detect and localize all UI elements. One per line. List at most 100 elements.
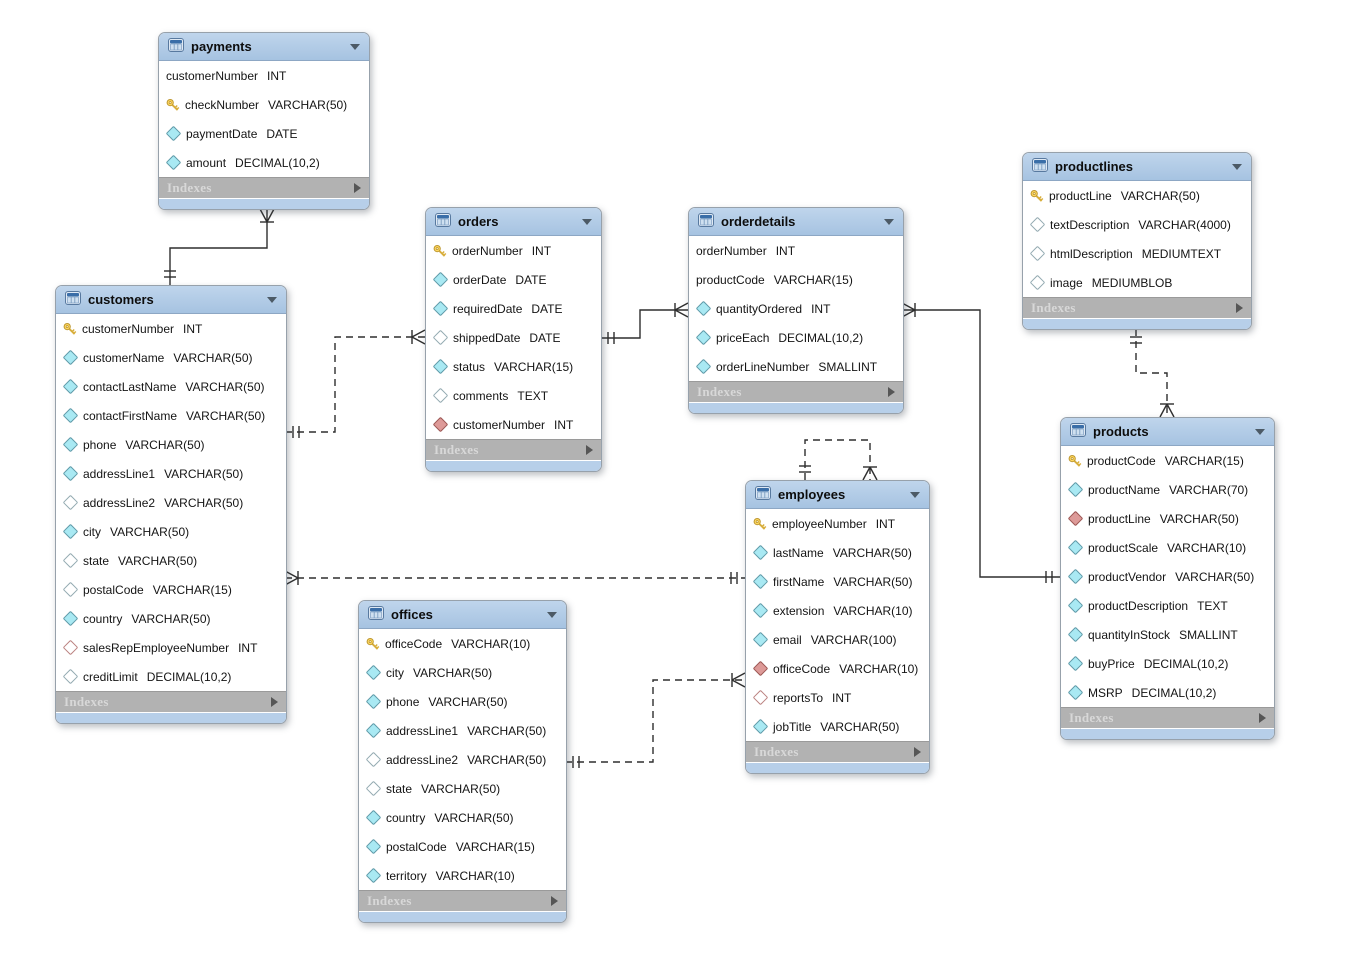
column-row[interactable]: orderDate DATE [426,265,601,294]
column-row[interactable]: quantityOrdered INT [689,294,903,323]
column-row[interactable]: country VARCHAR(50) [359,803,566,832]
collapse-arrow-icon[interactable] [1232,163,1242,170]
table-card-payments[interactable]: payments customerNumber INT checkNumber … [158,32,370,210]
indexes-bar[interactable]: Indexes [1023,297,1251,318]
column-row[interactable]: productDescription TEXT [1061,591,1274,620]
column-row[interactable]: officeCode VARCHAR(10) [359,629,566,658]
column-row[interactable]: officeCode VARCHAR(10) [746,654,929,683]
table-card-offices[interactable]: offices officeCode VARCHAR(10) city VARC… [358,600,567,923]
column-row[interactable]: comments TEXT [426,381,601,410]
column-row[interactable]: MSRP DECIMAL(10,2) [1061,678,1274,707]
column-row[interactable]: productName VARCHAR(70) [1061,475,1274,504]
table-card-products[interactable]: products productCode VARCHAR(15) product… [1060,417,1275,740]
column-row[interactable]: quantityInStock SMALLINT [1061,620,1274,649]
table-header[interactable]: orders [426,208,601,236]
collapse-arrow-icon[interactable] [884,218,894,225]
column-row[interactable]: phone VARCHAR(50) [56,430,286,459]
indexes-bar[interactable]: Indexes [359,890,566,911]
column-row[interactable]: employeeNumber INT [746,509,929,538]
column-row[interactable]: image MEDIUMBLOB [1023,268,1251,297]
column-row[interactable]: addressLine2 VARCHAR(50) [359,745,566,774]
column-row[interactable]: textDescription VARCHAR(4000) [1023,210,1251,239]
column-row[interactable]: priceEach DECIMAL(10,2) [689,323,903,352]
table-header[interactable]: customers [56,286,286,314]
table-card-productlines[interactable]: productlines productLine VARCHAR(50) tex… [1022,152,1252,330]
column-row[interactable]: customerNumber INT [159,61,369,90]
relationship-line-payments-customers[interactable] [169,209,268,285]
table-header[interactable]: employees [746,481,929,509]
collapse-arrow-icon[interactable] [267,296,277,303]
indexes-expand-icon[interactable] [354,183,361,193]
column-row[interactable]: productVendor VARCHAR(50) [1061,562,1274,591]
indexes-expand-icon[interactable] [551,896,558,906]
table-header[interactable]: offices [359,601,566,629]
column-row[interactable]: state VARCHAR(50) [359,774,566,803]
column-row[interactable]: lastName VARCHAR(50) [746,538,929,567]
column-row[interactable]: salesRepEmployeeNumber INT [56,633,286,662]
column-row[interactable]: customerName VARCHAR(50) [56,343,286,372]
column-row[interactable]: paymentDate DATE [159,119,369,148]
column-row[interactable]: city VARCHAR(50) [359,658,566,687]
collapse-arrow-icon[interactable] [910,491,920,498]
table-header[interactable]: payments [159,33,369,61]
indexes-bar[interactable]: Indexes [56,691,286,712]
indexes-bar[interactable]: Indexes [689,381,903,402]
relationship-line-productlines-products[interactable] [1135,329,1168,417]
column-row[interactable]: amount DECIMAL(10,2) [159,148,369,177]
indexes-expand-icon[interactable] [888,387,895,397]
indexes-bar[interactable]: Indexes [746,741,929,762]
relationship-line-orderdetails-products[interactable] [902,309,1060,578]
table-card-orders[interactable]: orders orderNumber INT orderDate DATE re… [425,207,602,472]
relationship-line-offices-employees[interactable] [565,679,745,763]
column-row[interactable]: postalCode VARCHAR(15) [56,575,286,604]
column-row[interactable]: firstName VARCHAR(50) [746,567,929,596]
column-row[interactable]: productLine VARCHAR(50) [1023,181,1251,210]
column-row[interactable]: contactLastName VARCHAR(50) [56,372,286,401]
column-row[interactable]: customerNumber INT [56,314,286,343]
column-row[interactable]: contactFirstName VARCHAR(50) [56,401,286,430]
table-card-customers[interactable]: customers customerNumber INT customerNam… [55,285,287,724]
table-header[interactable]: products [1061,418,1274,446]
collapse-arrow-icon[interactable] [547,611,557,618]
column-row[interactable]: email VARCHAR(100) [746,625,929,654]
indexes-expand-icon[interactable] [271,697,278,707]
column-row[interactable]: addressLine2 VARCHAR(50) [56,488,286,517]
collapse-arrow-icon[interactable] [582,218,592,225]
column-row[interactable]: htmlDescription MEDIUMTEXT [1023,239,1251,268]
column-row[interactable]: orderNumber INT [426,236,601,265]
column-row[interactable]: requiredDate DATE [426,294,601,323]
column-row[interactable]: status VARCHAR(15) [426,352,601,381]
column-row[interactable]: customerNumber INT [426,410,601,439]
column-row[interactable]: extension VARCHAR(10) [746,596,929,625]
column-row[interactable]: addressLine1 VARCHAR(50) [56,459,286,488]
indexes-expand-icon[interactable] [1259,713,1266,723]
column-row[interactable]: state VARCHAR(50) [56,546,286,575]
column-row[interactable]: postalCode VARCHAR(15) [359,832,566,861]
indexes-expand-icon[interactable] [1236,303,1243,313]
collapse-arrow-icon[interactable] [1255,428,1265,435]
column-row[interactable]: creditLimit DECIMAL(10,2) [56,662,286,691]
indexes-bar[interactable]: Indexes [159,177,369,198]
table-header[interactable]: productlines [1023,153,1251,181]
relationship-line-orders-orderdetails[interactable] [600,309,688,339]
column-row[interactable]: checkNumber VARCHAR(50) [159,90,369,119]
column-row[interactable]: buyPrice DECIMAL(10,2) [1061,649,1274,678]
relationship-line-customers-orders[interactable] [285,336,425,433]
column-row[interactable]: phone VARCHAR(50) [359,687,566,716]
column-row[interactable]: orderLineNumber SMALLINT [689,352,903,381]
column-row[interactable]: jobTitle VARCHAR(50) [746,712,929,741]
column-row[interactable]: productCode VARCHAR(15) [1061,446,1274,475]
table-card-orderdetails[interactable]: orderdetails orderNumber INT productCode… [688,207,904,414]
column-row[interactable]: reportsTo INT [746,683,929,712]
column-row[interactable]: territory VARCHAR(10) [359,861,566,890]
column-row[interactable]: shippedDate DATE [426,323,601,352]
indexes-expand-icon[interactable] [586,445,593,455]
column-row[interactable]: productScale VARCHAR(10) [1061,533,1274,562]
indexes-expand-icon[interactable] [914,747,921,757]
column-row[interactable]: productLine VARCHAR(50) [1061,504,1274,533]
relationship-line-employees-selfref[interactable] [804,439,871,480]
table-card-employees[interactable]: employees employeeNumber INT lastName VA… [745,480,930,774]
collapse-arrow-icon[interactable] [350,43,360,50]
column-row[interactable]: country VARCHAR(50) [56,604,286,633]
